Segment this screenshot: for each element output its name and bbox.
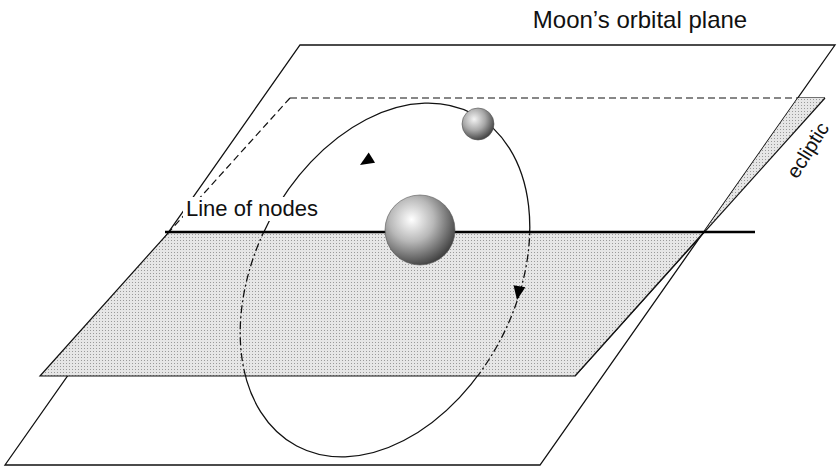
line-of-nodes [165, 231, 755, 233]
orbit-arrow [511, 285, 525, 301]
earth-sphere [385, 195, 455, 265]
orbital-plane [5, 45, 835, 465]
nodes-label: Line of nodes [183, 197, 321, 221]
ecliptic-hidden-edge [290, 97, 798, 98]
orbit-arrow [357, 152, 375, 170]
orbit-hidden-path [182, 53, 588, 469]
moon-sphere [462, 108, 494, 140]
ecliptic-plane [40, 232, 704, 376]
plane-label: Moon’s orbital plane [530, 7, 750, 33]
